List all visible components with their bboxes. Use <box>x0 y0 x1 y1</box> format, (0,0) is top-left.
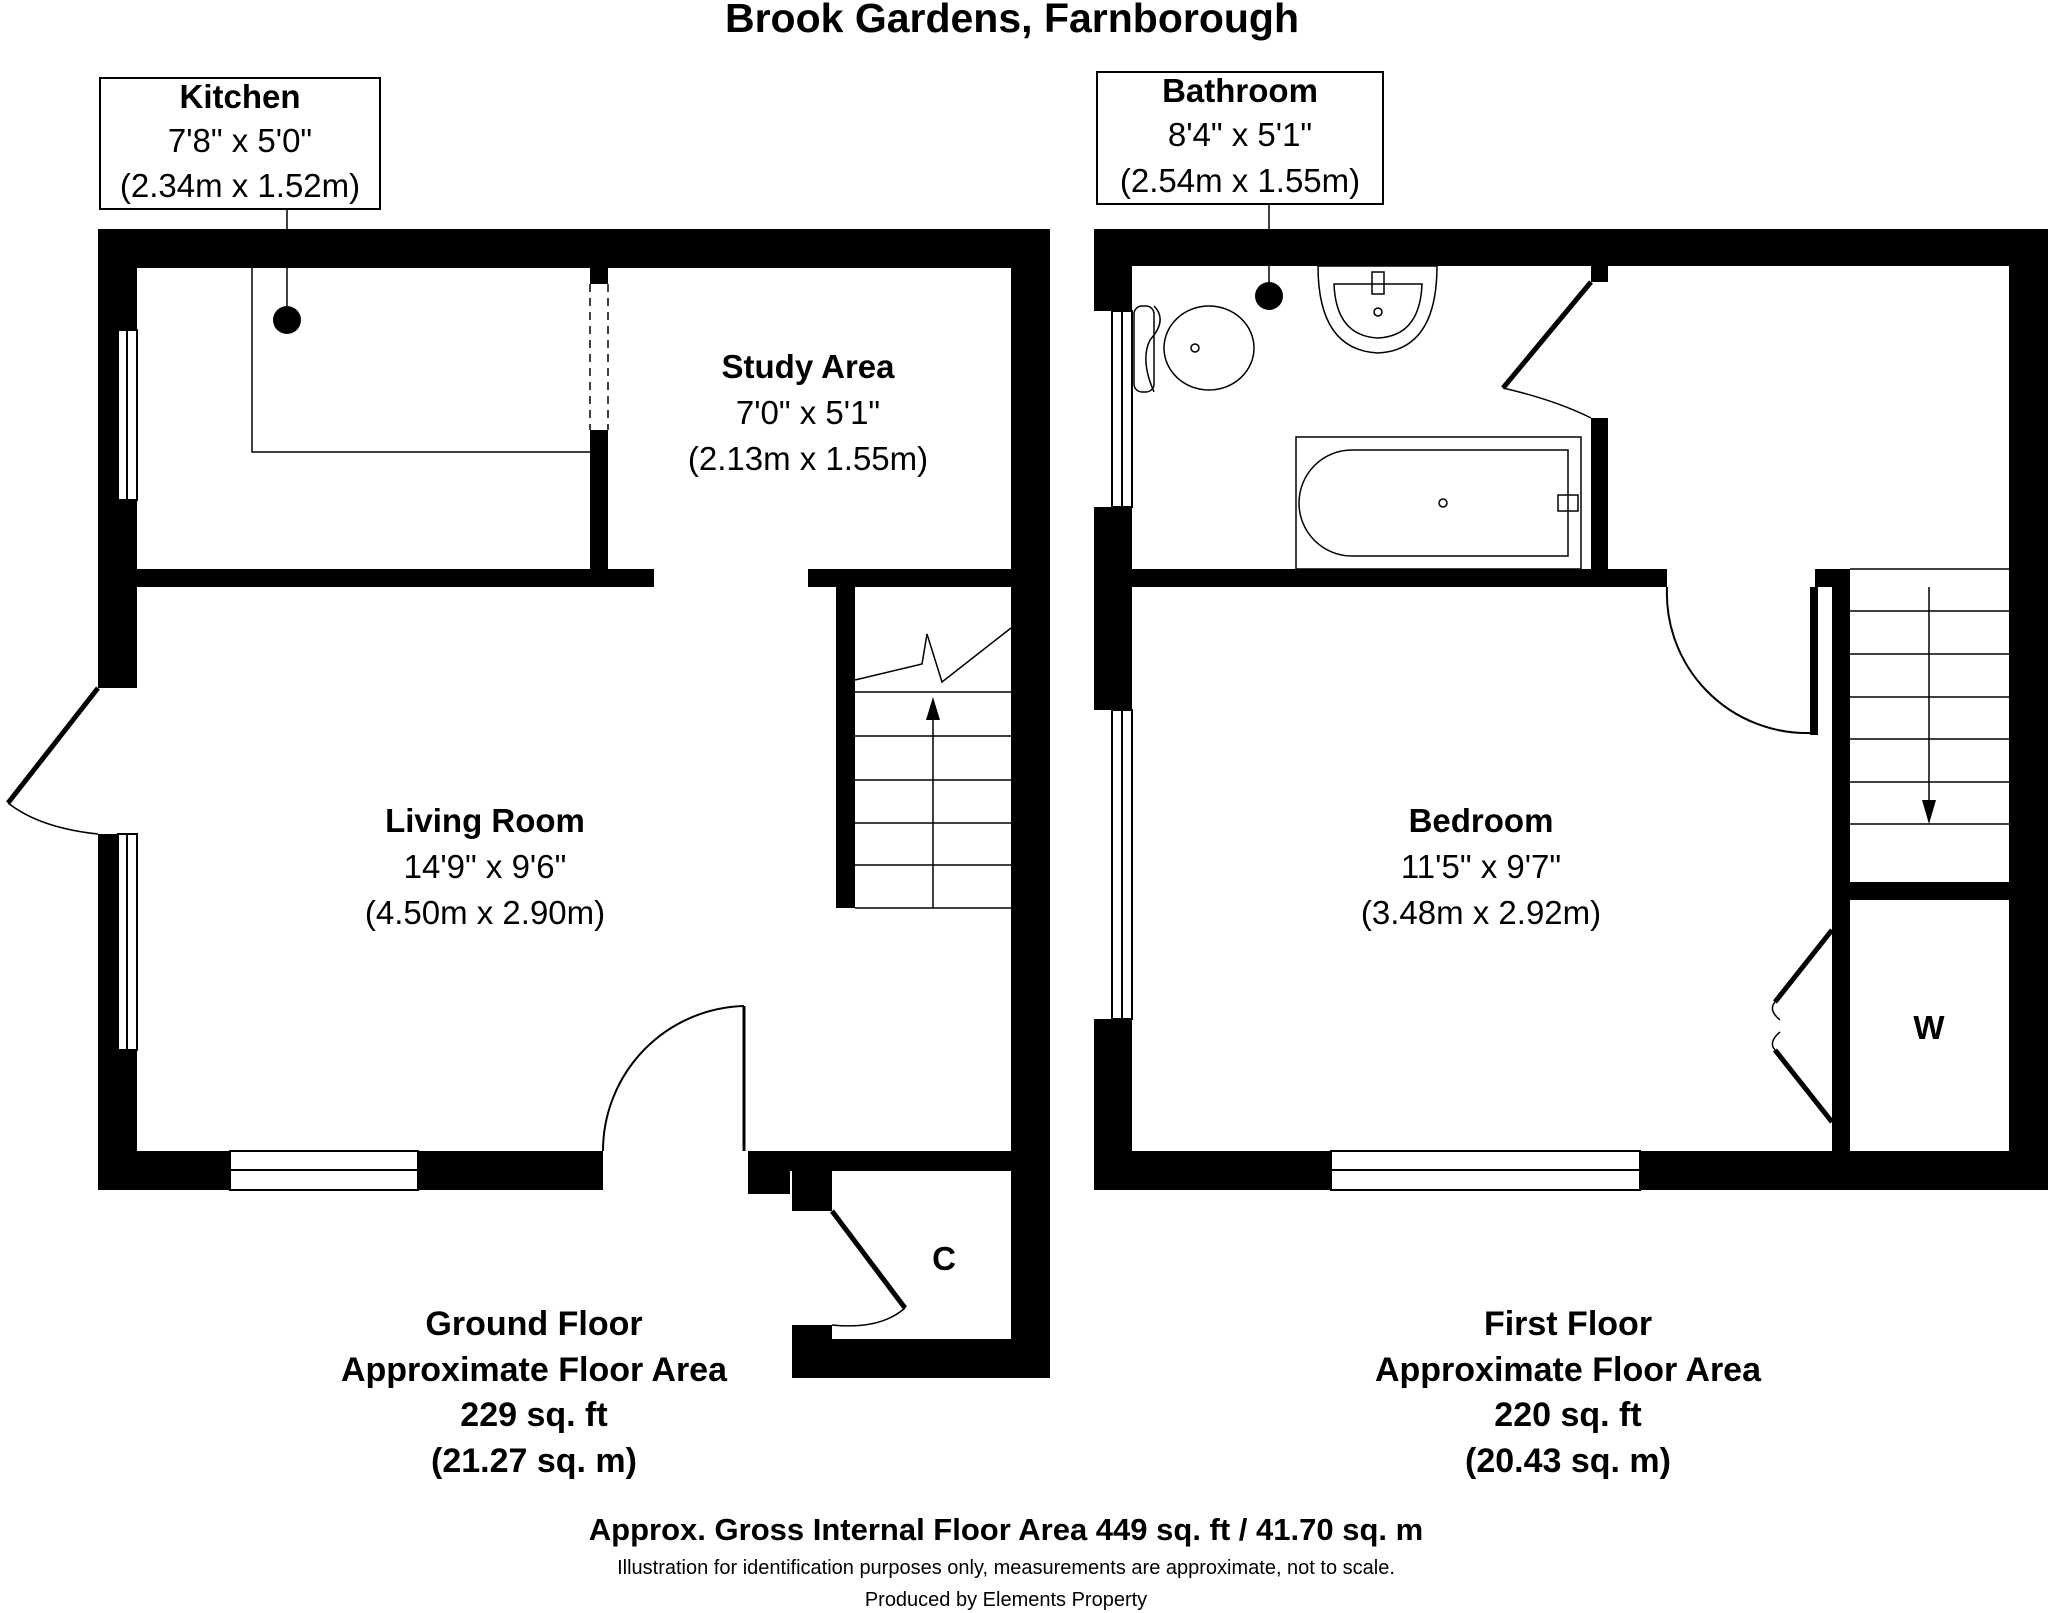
gf-kitchen-sink-point <box>273 306 301 334</box>
gf-wall-cupboard-bottom <box>792 1339 1050 1378</box>
bathroom-label: Bathroom 8'4" x 5'1" (2.54m x 1.55m) <box>1096 71 1384 205</box>
ff-bedroom-door-swing <box>1665 586 1811 735</box>
ff-wall-right <box>2009 229 2048 1190</box>
ff-staircase <box>1850 568 2009 825</box>
bedroom-metric: (3.48m x 2.92m) <box>1361 894 1601 931</box>
gf-wall-bottom-middle <box>418 1151 603 1190</box>
ff-wall-wardrobe-top <box>1832 900 1850 930</box>
study-name: Study Area <box>722 348 896 385</box>
study-metric: (2.13m x 1.55m) <box>688 440 928 477</box>
ff-wall-stairs-bottom <box>1832 882 2009 900</box>
kitchen-imperial: 7'8" x 5'0" <box>168 122 312 159</box>
ff-bathroom-point <box>1255 282 1283 310</box>
ff-caption-line1: First Floor <box>1484 1305 1652 1343</box>
kitchen-label: Kitchen 7'8" x 5'0" (2.34m x 1.52m) <box>99 77 381 210</box>
ff-caption-line3: 220 sq. ft <box>1494 1396 1641 1434</box>
ff-wall-left-upper <box>1094 229 1132 311</box>
bathroom-imperial: 8'4" x 5'1" <box>1168 116 1312 153</box>
ff-caption-line4: (20.43 sq. m) <box>1465 1442 1671 1480</box>
cupboard-label: C <box>932 1240 956 1277</box>
gross-area: Approx. Gross Internal Floor Area 449 sq… <box>589 1512 1423 1547</box>
ff-wall-door-post <box>1810 587 1818 735</box>
ff-caption-line2: Approximate Floor Area <box>1375 1351 1762 1389</box>
gf-caption-line2: Approximate Floor Area <box>341 1351 728 1389</box>
study-imperial: 7'0" x 5'1" <box>736 394 880 431</box>
gf-wall-right <box>1011 229 1050 1378</box>
living-label: Living Room 14'9" x 9'6" (4.50m x 2.90m) <box>365 802 605 931</box>
gf-caption-line3: 229 sq. ft <box>460 1396 607 1434</box>
first-floor-plan <box>1094 204 2048 1191</box>
gf-wall-study-stairs <box>808 569 1011 587</box>
ff-wall-bath-bed <box>1132 569 1667 587</box>
gf-wall-cupboard-stub <box>748 1151 790 1194</box>
bathroom-label-box <box>1096 71 1384 205</box>
credit: Produced by Elements Property <box>865 1589 1147 1611</box>
ground-floor-caption: Ground Floor Approximate Floor Area 229 … <box>341 1305 728 1480</box>
ff-wall-bottom-right <box>1640 1151 2048 1190</box>
bathroom-name: Bathroom <box>1162 72 1318 109</box>
ff-bathroom-door-leaf <box>1501 280 1593 390</box>
wardrobe-label: W <box>1913 1009 1945 1046</box>
ff-bath <box>1295 436 1582 570</box>
study-label: Study Area 7'0" x 5'1" (2.13m x 1.55m) <box>688 348 928 477</box>
gf-front-door-swing <box>7 802 99 835</box>
gf-wall-kitchen-study-lower <box>590 430 608 570</box>
gf-front-door-leaf <box>6 686 100 805</box>
gf-kitchen-worktop <box>251 268 590 453</box>
kitchen-label-box <box>99 77 381 210</box>
ff-wall-bath-right-lower <box>1591 418 1608 569</box>
ff-wardrobe-door-lower <box>1773 1048 1834 1124</box>
ff-wall-bottom-left <box>1094 1151 1331 1190</box>
first-floor-caption: First Floor Approximate Floor Area 220 s… <box>1375 1305 1762 1480</box>
bedroom-label: Bedroom 11'5" x 9'7" (3.48m x 2.92m) <box>1361 802 1601 931</box>
ff-wall-left-mid <box>1094 507 1132 710</box>
ground-floor-plan <box>6 205 1050 1378</box>
gf-wall-top <box>98 229 1050 268</box>
ff-basin <box>1317 265 1438 354</box>
living-metric: (4.50m x 2.90m) <box>365 894 605 931</box>
footer: Approx. Gross Internal Floor Area 449 sq… <box>589 1512 1423 1611</box>
page-title: Brook Gardens, Farnborough <box>725 0 1299 41</box>
disclaimer: Illustration for identification purposes… <box>617 1557 1395 1579</box>
gf-wall-cupboard-left <box>792 1325 832 1378</box>
ff-wall-wardrobe-bottom <box>1832 1122 1850 1152</box>
gf-wall-kitchen-study <box>590 268 608 284</box>
bathroom-metric: (2.54m x 1.55m) <box>1120 162 1360 199</box>
ff-wall-top <box>1094 229 2048 266</box>
gf-caption-line1: Ground Floor <box>425 1305 642 1343</box>
gf-wall-kitchen-living <box>137 569 654 587</box>
ff-wall-bath-right-upper <box>1591 266 1608 282</box>
ff-wardrobe-door-upper <box>1773 928 1834 1004</box>
ff-toilet <box>1133 305 1255 393</box>
gf-living-door-swing <box>602 1005 745 1152</box>
ff-wall-stairs-left <box>1832 569 1850 1153</box>
living-name: Living Room <box>385 802 585 839</box>
gf-cupboard-door-leaf <box>830 1209 907 1310</box>
gf-wall-cupboard-top <box>748 1151 1050 1171</box>
ff-bathroom-door-swing <box>1502 387 1592 419</box>
gf-staircase <box>854 627 1012 909</box>
gf-wall-stairs-left <box>836 587 855 908</box>
bedroom-name: Bedroom <box>1409 802 1554 839</box>
bedroom-imperial: 11'5" x 9'7" <box>1401 848 1561 885</box>
gf-cupboard-door-swing <box>831 1307 906 1327</box>
kitchen-name: Kitchen <box>179 78 300 115</box>
living-imperial: 14'9" x 9'6" <box>404 848 567 885</box>
gf-caption-line4: (21.27 sq. m) <box>431 1442 637 1480</box>
gf-wall-cupboard-post <box>792 1171 832 1211</box>
kitchen-metric: (2.34m x 1.52m) <box>120 167 360 204</box>
